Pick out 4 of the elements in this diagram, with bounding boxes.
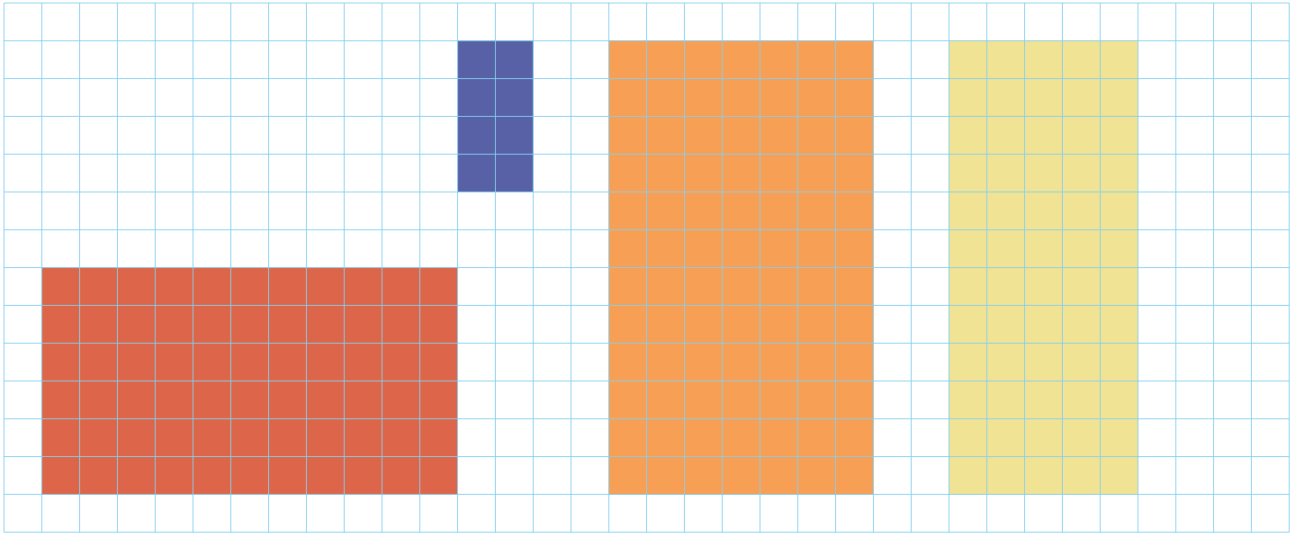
filled-rectangle [949, 40, 1138, 495]
filled-rectangle [608, 40, 874, 495]
filled-rectangle [457, 40, 534, 192]
filled-rectangle [41, 267, 458, 495]
